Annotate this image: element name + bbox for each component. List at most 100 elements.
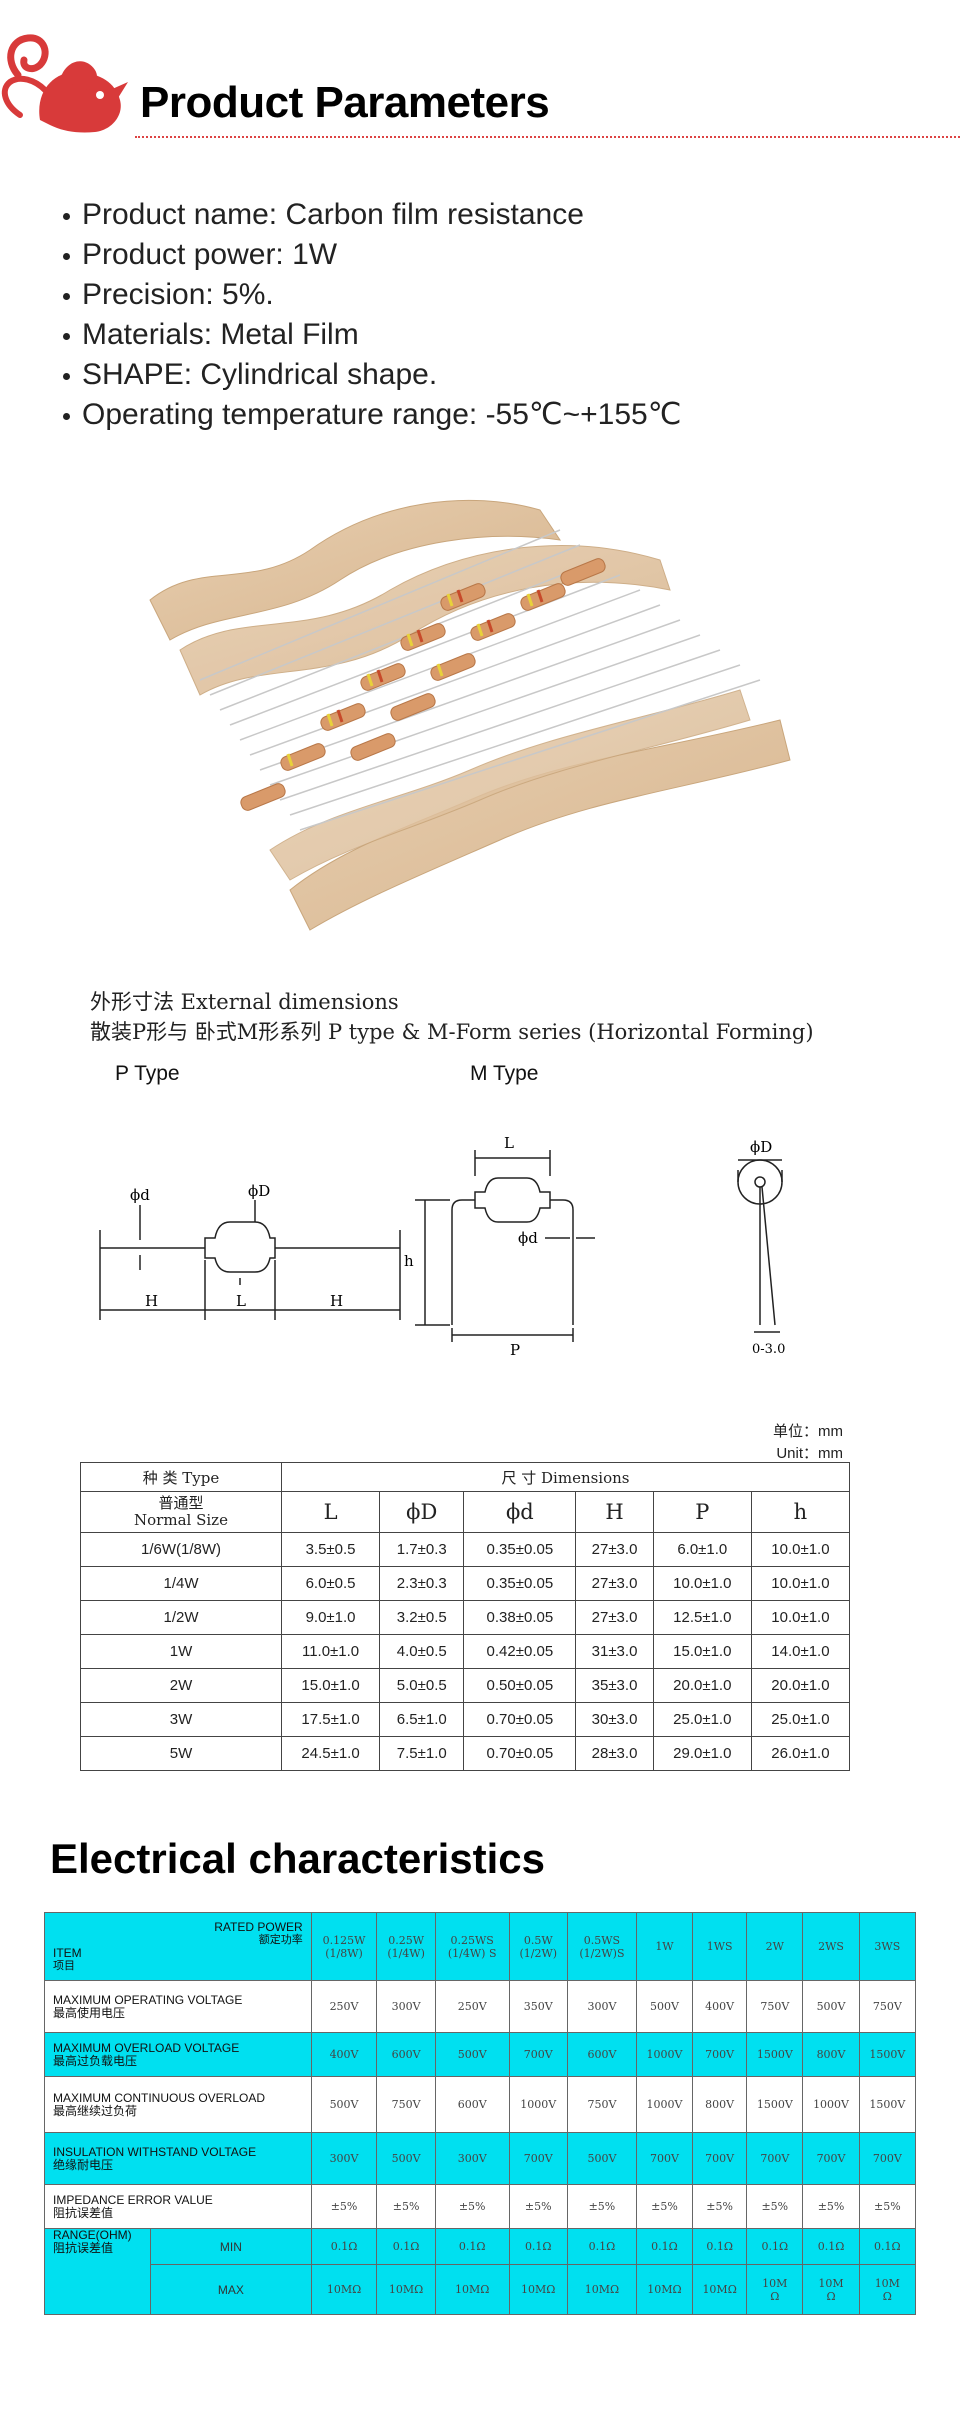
dimension-cell: 29.0±1.0 [652,1736,752,1771]
value-cell: 700V [635,2132,694,2185]
l-dim: L [236,1292,246,1310]
max-label: MAX [150,2264,312,2315]
value-cell: 250V [310,1980,378,2033]
red-bird-logo-icon [1,34,128,133]
power-column-header: 1W [635,1912,694,1981]
value-cell: 0.1Ω [434,2228,510,2265]
value-cell: 10MΩ [434,2264,510,2315]
value-cell: 1500V [746,2076,804,2133]
value-cell: 1000V [635,2076,694,2133]
p-type-label: P Type [115,1062,180,1085]
dimension-cell: 5.0±0.5 [379,1668,465,1703]
spec-item: Materials: Metal Film [60,315,681,355]
value-cell: 0.1Ω [508,2228,568,2265]
dimension-cell: 17.5±1.0 [280,1702,381,1737]
rated-power-label: RATED POWER [214,1919,303,1934]
dimension-cell: 6.5±1.0 [379,1702,465,1737]
value-cell: 600V [376,2032,436,2077]
value-cell: 0.1Ω [802,2228,860,2265]
value-cell: 750V [746,1980,804,2033]
parameter-label: IMPEDANCE ERROR VALUE 阻抗误差值 [44,2184,312,2229]
column-header: ϕD [379,1491,465,1533]
dimensions-caption-1: 外形寸法 External dimensions [90,990,399,1014]
value-cell: 600V [434,2076,510,2133]
power-column-header: 0.25WS (1/4W) S [434,1912,510,1981]
value-cell: 1000V [508,2076,568,2133]
m-p-label: P [510,1341,520,1359]
value-cell: 0.1Ω [567,2228,637,2265]
h-dim-left: H [145,1292,158,1310]
dimension-cell: 31±3.0 [575,1634,654,1669]
rated-power-label-cn: 额定功率 [258,1933,303,1946]
parameter-label: MAXIMUM OPERATING VOLTAGE 最高使用电压 [44,1980,312,2033]
value-cell: 700V [692,2032,748,2077]
dimension-cell: 11.0±1.0 [280,1634,381,1669]
dimension-cell: 27±3.0 [575,1566,654,1601]
value-cell: 400V [692,1980,748,2033]
dimension-cell: 25.0±1.0 [750,1702,851,1737]
value-cell: 600V [567,2032,637,2077]
m-phi-d-label: ϕd [518,1229,538,1247]
value-cell: 800V [692,2076,748,2133]
dimension-cell: 6.0±0.5 [280,1566,381,1601]
value-cell: 250V [434,1980,510,2033]
m-h-label: h [404,1252,414,1270]
side-lead-spacing-label: 0-3.0 [752,1342,785,1357]
value-cell: 700V [692,2132,748,2185]
dimension-cell: 3.5±0.5 [280,1532,381,1567]
value-cell: 10MΩ [567,2264,637,2315]
value-cell: ±5% [434,2184,510,2229]
value-cell: 10MΩ [635,2264,694,2315]
value-cell: 0.1Ω [310,2228,378,2265]
value-cell: 700V [802,2132,860,2185]
value-cell: 10M Ω [746,2264,804,2315]
dimension-cell: 10.0±1.0 [750,1532,851,1567]
value-cell: ±5% [858,2184,917,2229]
dimension-cell: 3.2±0.5 [379,1600,465,1635]
spec-item: Operating temperature range: -55℃~+155℃ [60,395,681,435]
dimension-cell: 15.0±1.0 [652,1634,752,1669]
value-cell: ±5% [508,2184,568,2229]
value-cell: 300V [567,1980,637,2033]
value-cell: 400V [310,2032,378,2077]
dimension-cell: 25.0±1.0 [652,1702,752,1737]
column-header: h [750,1491,851,1533]
value-cell: 700V [858,2132,917,2185]
power-rating-cell: 2W [80,1668,282,1703]
dimension-cell: 15.0±1.0 [280,1668,381,1703]
item-label-cn: 项目 [53,1959,75,1972]
value-cell: 10MΩ [376,2264,436,2315]
value-cell: 500V [802,1980,860,2033]
value-cell: 800V [802,2032,860,2077]
m-l-label: L [504,1134,514,1152]
power-column-header: 0.25W (1/4W) [376,1912,436,1981]
value-cell: 750V [858,1980,917,2033]
unit-label-en: Unit：mm [776,1445,843,1462]
value-cell: 500V [635,1980,694,2033]
value-cell: 0.1Ω [692,2228,748,2265]
dimension-cell: 4.0±0.5 [379,1634,465,1669]
value-cell: 1500V [858,2076,917,2133]
value-cell: 0.1Ω [376,2228,436,2265]
column-header: ϕd [463,1491,577,1533]
spec-item: SHAPE: Cylindrical shape. [60,355,681,395]
dimension-cell: 27±3.0 [575,1600,654,1635]
value-cell: 1000V [802,2076,860,2133]
parameter-label: MAXIMUM OVERLOAD VOLTAGE 最高过负载电压 [44,2032,312,2077]
side-phi-D-label: ϕD [750,1138,772,1156]
dimension-cell: 24.5±1.0 [280,1736,381,1771]
dimension-cell: 0.70±0.05 [463,1702,577,1737]
power-column-header: 2WS [802,1912,860,1981]
spec-item: Product power: 1W [60,235,681,275]
h-dim-right: H [330,1292,343,1310]
title-divider [135,136,960,138]
min-label: MIN [150,2228,312,2265]
spec-item: Precision: 5%. [60,275,681,315]
dims-header: 尺 寸 Dimensions [281,1462,850,1492]
